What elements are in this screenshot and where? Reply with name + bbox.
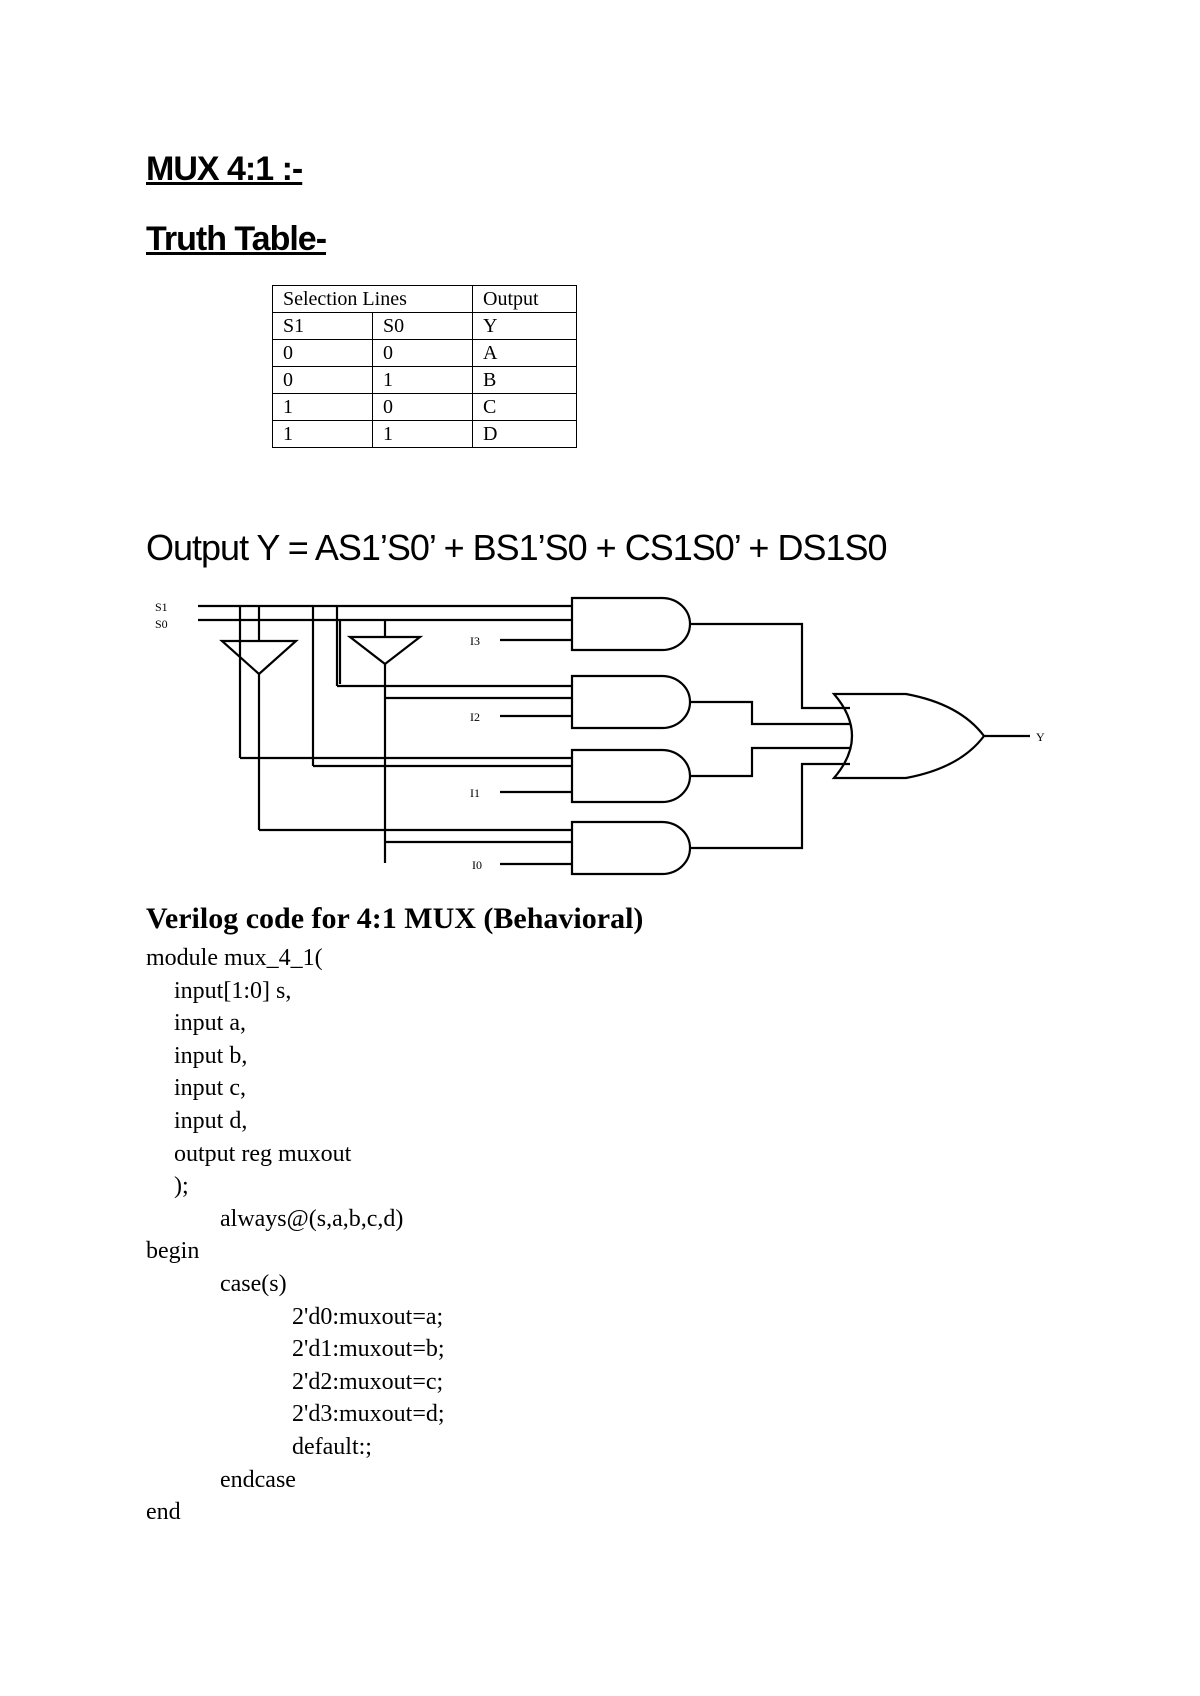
table-cell: A xyxy=(472,339,577,367)
code-line: 2'd3:muxout=d; xyxy=(292,1401,445,1428)
table-cell: B xyxy=(472,366,577,394)
code-line: input c, xyxy=(174,1075,246,1102)
code-line: always@(s,a,b,c,d) xyxy=(220,1205,404,1232)
code-line: 2'd0:muxout=a; xyxy=(292,1303,444,1330)
table-cell: 0 xyxy=(372,339,473,367)
i3-label: I3 xyxy=(470,634,480,648)
page-heading: MUX 4:1 :- xyxy=(146,150,303,188)
i0-label: I0 xyxy=(472,858,482,872)
code-line: default:; xyxy=(292,1433,372,1460)
code-line: end xyxy=(146,1499,181,1526)
wire xyxy=(690,622,850,710)
not-gate-s0 xyxy=(346,635,424,666)
table-cell: 1 xyxy=(372,420,473,448)
code-line: input d, xyxy=(174,1107,248,1134)
code-line: begin xyxy=(146,1238,200,1265)
not-gate-s1 xyxy=(219,639,299,676)
code-line: endcase xyxy=(220,1466,296,1493)
and-gate-1 xyxy=(570,596,692,652)
output-expression: Output Y = AS1’S0’ + BS1’S0 + CS1S0’ + D… xyxy=(146,527,888,568)
code-line: 2'd2:muxout=c; xyxy=(292,1368,444,1395)
table-row: 1 1 D xyxy=(272,420,577,448)
truth-table: Selection Lines Output S1 S0 Y 0 0 A 0 1… xyxy=(272,285,577,448)
code-line: module mux_4_1( xyxy=(146,945,323,971)
truth-table-column-row: S1 S0 Y xyxy=(272,312,577,340)
code-line: output reg muxout xyxy=(174,1140,352,1167)
or-gate xyxy=(831,692,986,780)
code-line: input[1:0] s, xyxy=(174,977,292,1004)
selection-lines-header: Selection Lines xyxy=(272,285,473,313)
code-line: case(s) xyxy=(220,1270,287,1297)
and-gate-3 xyxy=(570,748,692,804)
s1-label: S1 xyxy=(155,600,168,614)
code-line: input a, xyxy=(174,1010,246,1037)
code-line: input b, xyxy=(174,1042,248,1069)
i2-label: I2 xyxy=(470,710,480,724)
truth-table-group-header-row: Selection Lines Output xyxy=(272,285,577,313)
truth-table-heading: Truth Table- xyxy=(146,220,327,258)
wire xyxy=(690,746,850,778)
y-output-label: Y xyxy=(1036,730,1045,744)
table-cell: 1 xyxy=(272,420,373,448)
wire xyxy=(690,762,850,850)
wire xyxy=(690,700,850,726)
table-cell: 1 xyxy=(272,393,373,421)
table-row: 0 0 A xyxy=(272,339,577,367)
code-title: Verilog code for 4:1 MUX (Behavioral) xyxy=(146,902,644,935)
and-gate-2 xyxy=(570,674,692,730)
table-cell: 0 xyxy=(272,339,373,367)
code-line: ); xyxy=(174,1173,189,1200)
table-row: 0 1 B xyxy=(272,366,577,394)
code-line: 2'd1:muxout=b; xyxy=(292,1336,445,1363)
and-gate-4 xyxy=(570,820,692,876)
i1-label: I1 xyxy=(470,786,480,800)
table-cell: 1 xyxy=(372,366,473,394)
s0-label: S0 xyxy=(155,617,168,631)
table-cell: D xyxy=(472,420,577,448)
verilog-code-block: module mux_4_1( input[1:0] s, input a, i… xyxy=(146,942,445,1529)
column-s1: S1 xyxy=(272,312,373,340)
column-y: Y xyxy=(472,312,577,340)
